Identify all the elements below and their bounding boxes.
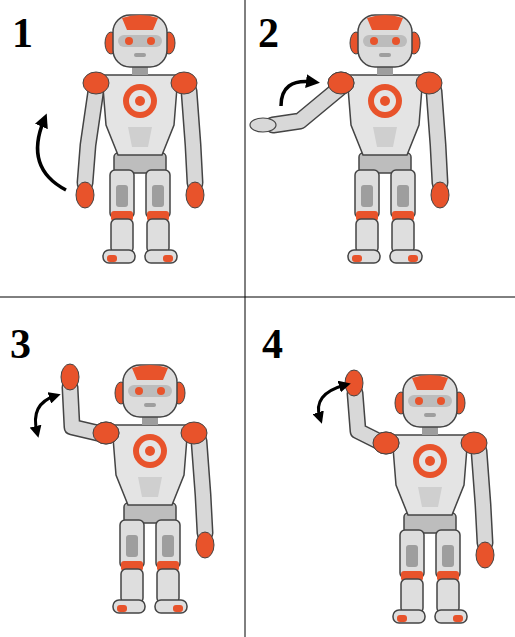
robot-pose-4 [373, 375, 494, 623]
motion-arrow [35, 396, 55, 432]
robot-pose-1 [85, 90, 96, 183]
robot-pose-3 [93, 422, 119, 444]
robot-pose-4 [373, 432, 399, 454]
panel-number: 3 [10, 323, 31, 365]
robot-pose-4 [345, 370, 363, 396]
robot-pose-1 [85, 90, 96, 183]
divider-line [0, 297, 515, 298]
robot-pose-1 [76, 182, 94, 208]
panel-number: 1 [12, 12, 33, 54]
robot-pose-3 [61, 364, 214, 613]
robot-pose-2 [328, 72, 354, 94]
robot-pose-1 [83, 15, 204, 263]
robot-pose-1 [76, 15, 204, 263]
motion-arrow [318, 385, 345, 418]
motion-arrow [281, 82, 313, 107]
motion-arrow [38, 120, 66, 190]
divider-line [245, 0, 246, 637]
robot-pose-2 [328, 15, 449, 263]
robot-pose-4 [345, 370, 494, 623]
robot-pose-3 [61, 364, 79, 390]
robot-pose-2 [250, 118, 276, 132]
robot-pose-3 [93, 365, 214, 613]
panel-number: 2 [258, 12, 279, 54]
panel-number: 4 [262, 323, 283, 365]
robot-pose-2 [250, 15, 449, 263]
